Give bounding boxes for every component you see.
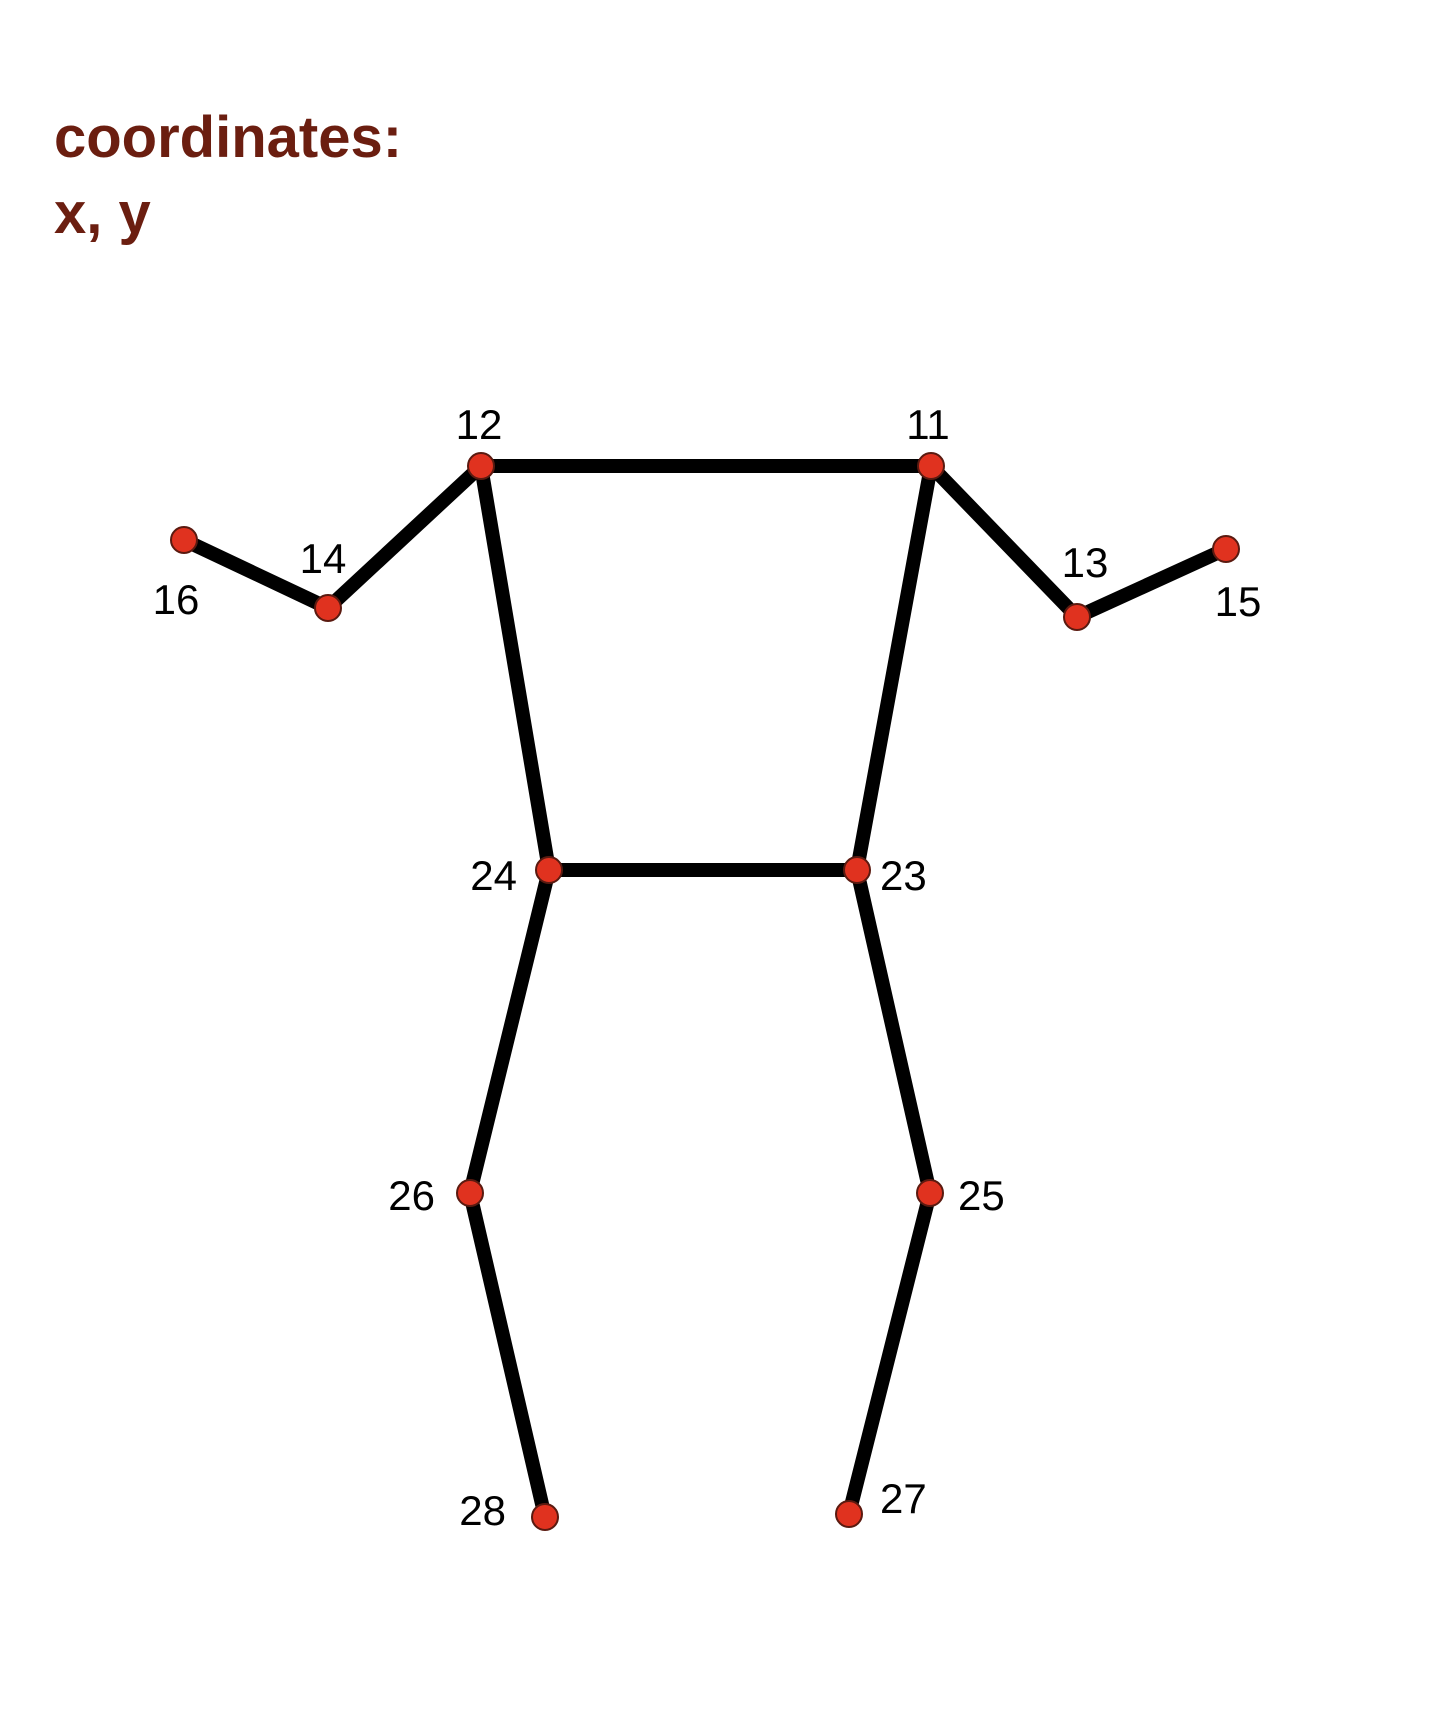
bone-12-24 (474, 459, 556, 877)
heading-line-1: coordinates: (54, 105, 403, 170)
joint-label-26: 26 (388, 1172, 435, 1219)
heading: coordinates: x, y (54, 100, 402, 252)
joint-12 (467, 452, 495, 480)
bone-13-15 (1070, 542, 1233, 624)
joint-11 (917, 452, 945, 480)
joint-label-23: 23 (880, 852, 927, 899)
bone-11-23 (850, 459, 938, 877)
bone-26-28 (463, 1186, 552, 1524)
bone-14-16 (177, 533, 335, 615)
joint-label-27: 27 (880, 1475, 927, 1522)
joint-13 (1063, 603, 1091, 631)
joint-25 (916, 1179, 944, 1207)
heading-line-2: x, y (54, 181, 151, 246)
bone-12-14 (321, 459, 488, 615)
joint-label-12: 12 (456, 401, 503, 448)
joint-label-13: 13 (1062, 539, 1109, 586)
joint-label-11: 11 (906, 401, 950, 448)
bone-25-27 (842, 1186, 937, 1521)
joint-26 (456, 1179, 484, 1207)
skeleton-labels: 11 12 13 14 15 16 23 24 25 26 27 28 (153, 401, 1262, 1534)
joint-label-14: 14 (300, 535, 347, 582)
joint-15 (1212, 535, 1240, 563)
joint-24 (535, 856, 563, 884)
joint-27 (835, 1500, 863, 1528)
joint-16 (170, 526, 198, 554)
bone-24-26 (463, 863, 556, 1200)
bone-11-13 (924, 459, 1084, 624)
joint-14 (314, 594, 342, 622)
joint-label-28: 28 (459, 1487, 506, 1534)
skeleton-joints (170, 452, 1240, 1531)
skeleton-bones (177, 459, 1233, 1524)
joint-23 (843, 856, 871, 884)
joint-label-25: 25 (958, 1172, 1005, 1219)
bone-23-25 (850, 863, 937, 1200)
joint-28 (531, 1503, 559, 1531)
joint-label-15: 15 (1215, 578, 1262, 625)
joint-label-16: 16 (153, 576, 200, 623)
joint-label-24: 24 (470, 852, 517, 899)
